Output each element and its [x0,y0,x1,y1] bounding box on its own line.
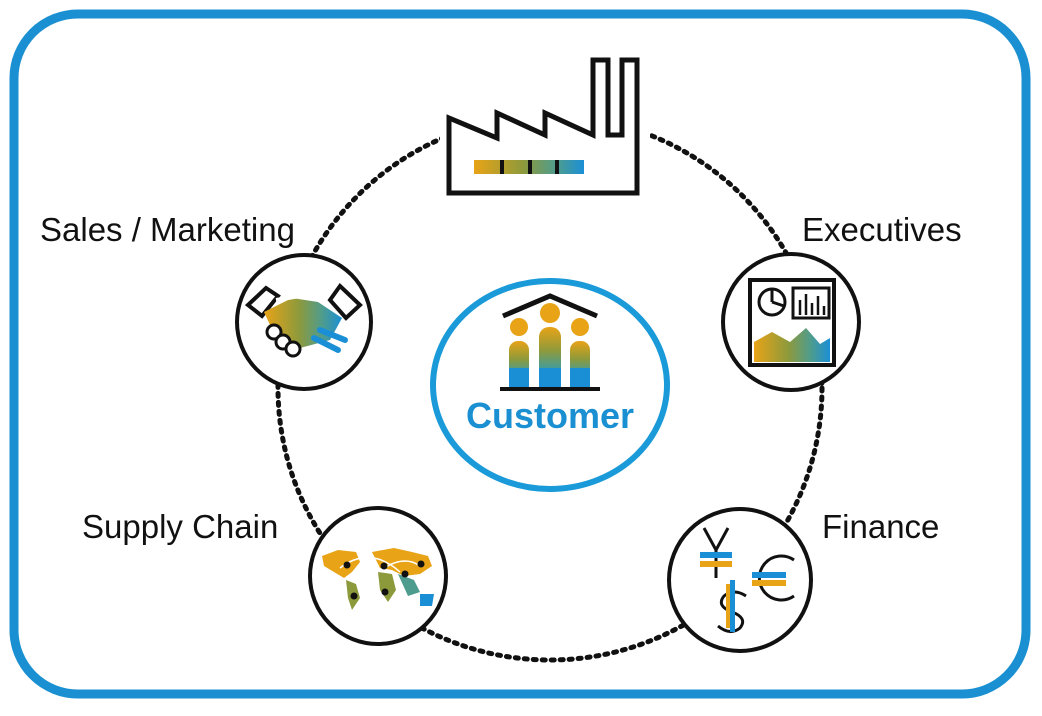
sales-node [235,253,373,391]
label-executives: Executives [802,211,962,248]
center-node [430,278,670,492]
center-label-customer: Customer [465,395,635,436]
outer-frame [9,9,1031,699]
dashboard-chart-icon [748,278,836,367]
label-supply-chain: Supply Chain [82,508,279,545]
factory-node [440,55,650,203]
label-finance: Finance [822,508,940,545]
executives-node [721,252,861,392]
label-sales-marketing: Sales / Marketing [40,211,295,248]
factory-icon [446,57,640,196]
finance-node [667,507,813,653]
customer-group-icon [500,293,600,391]
supply-chain-node [308,506,448,646]
handshake-icon [244,282,363,358]
world-map-icon [322,548,434,610]
currency-icon [700,527,795,633]
